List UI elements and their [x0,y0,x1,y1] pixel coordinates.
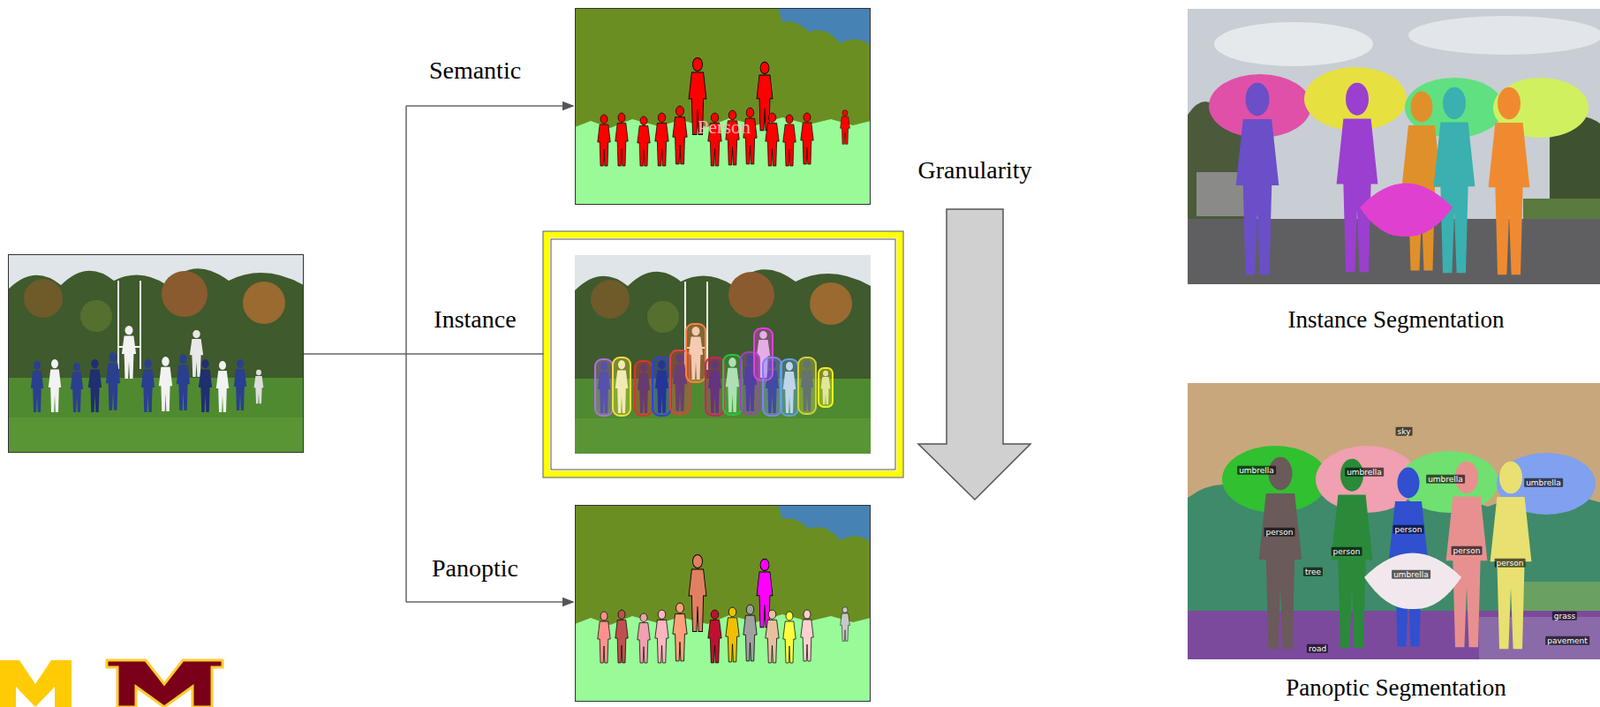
frame-outline [550,239,896,470]
university-logo [106,660,223,707]
instance-map [574,255,871,454]
class-tag: person [1494,558,1526,568]
class-tag: grass [1552,611,1578,621]
class-tag: person [1451,546,1483,556]
class-tag: umbrella [1237,466,1276,476]
branch-label: Panoptic [431,554,519,583]
branch-label: Semantic [429,56,521,85]
university-logo [0,660,72,707]
caption: Instance Segmentation [1287,306,1504,334]
class-tag: sky [1396,427,1413,437]
instance-example [1187,8,1600,285]
class-tag: tree [1303,567,1323,577]
panoptic-example [1187,383,1600,660]
class-tag: pavement [1545,636,1590,646]
class-tag: person [1393,525,1425,535]
frame-outline [543,231,904,478]
granularity-arrow [918,209,1031,500]
class-tag: road [1306,644,1329,654]
class-tag: umbrella [1524,478,1563,488]
rugby-photo [7,254,304,453]
branch-label: Instance [433,305,516,334]
class-tag: person [1331,547,1363,557]
class-tag: umbrella [1391,570,1431,580]
caption: Panoptic Segmentation [1285,674,1507,702]
semantic-map [574,7,871,205]
class-tag: person [1264,528,1296,537]
class-tag: umbrella [1426,475,1465,484]
axis-label: Granularity [917,156,1032,185]
panoptic-map [574,505,871,702]
watermark: Person [697,115,751,138]
class-tag: umbrella [1344,467,1384,477]
branch-arrows [303,105,574,603]
highlight-frame [546,234,900,475]
